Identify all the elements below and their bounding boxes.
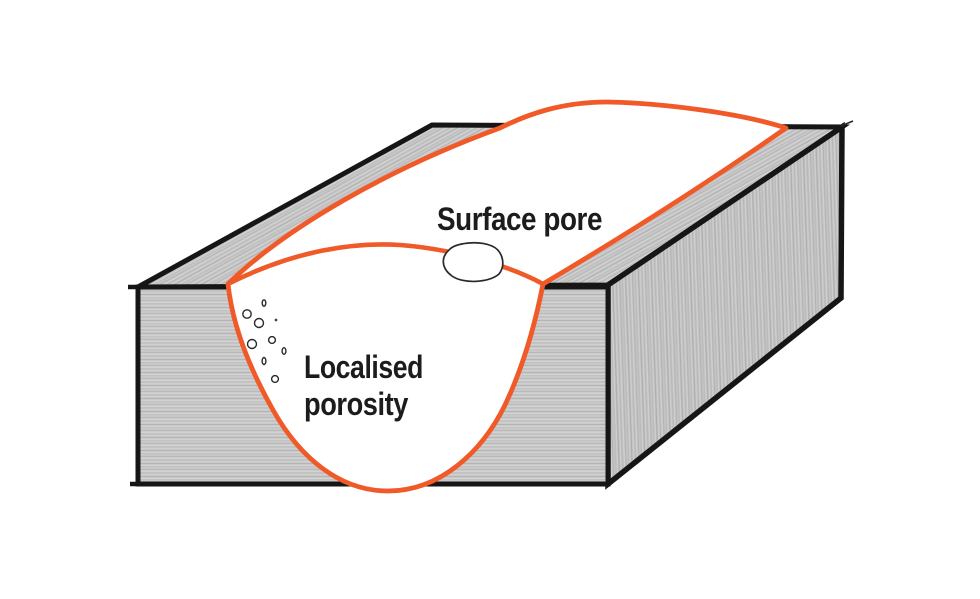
surface-pore-blob [442, 241, 504, 283]
pore-dot [253, 317, 265, 329]
localised-porosity-label-line1: Localised [304, 349, 423, 385]
pore-dot [267, 335, 277, 345]
weld-crown-arc [225, 242, 546, 287]
corner-overshoot-top-right [840, 120, 854, 127]
porosity-dots-group [242, 299, 287, 384]
pore-dot [242, 309, 252, 319]
localised-porosity-label-line2: porosity [304, 386, 409, 422]
pore-dot [281, 347, 287, 356]
pore-dot [270, 374, 280, 384]
pore-dot [261, 299, 267, 307]
weld-bead-silhouette [225, 99, 789, 494]
surface-pore-label: Surface pore [437, 201, 602, 237]
pore-dot [246, 338, 258, 350]
weld-bead [225, 99, 789, 494]
pore-dot [274, 318, 278, 322]
pore-dot [261, 356, 267, 366]
